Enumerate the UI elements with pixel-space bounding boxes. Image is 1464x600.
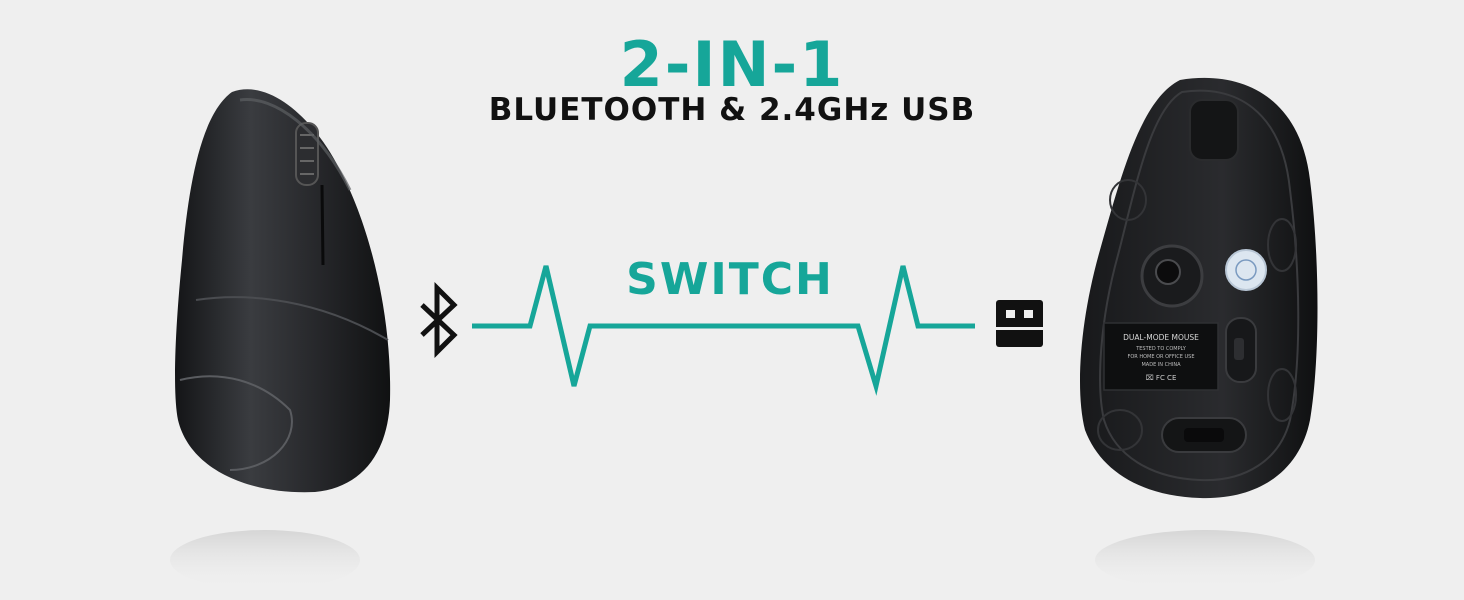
battery-cover <box>1189 99 1239 161</box>
qc-sticker <box>1225 249 1267 291</box>
scroll-wheel <box>295 122 319 186</box>
vertical-mouse-side-view <box>170 89 391 590</box>
mouse-body <box>175 89 391 493</box>
mouse-reflection-right <box>1095 530 1315 590</box>
foot-pad <box>1109 179 1147 221</box>
thumb-rest <box>179 375 293 471</box>
switch-label: SWITCH <box>626 254 834 305</box>
label-line-1: TESTED TO COMPLY <box>1135 346 1186 352</box>
label-title: DUAL-MODE MOUSE <box>1123 333 1199 342</box>
label-line-3: MADE IN CHINA <box>1141 362 1181 368</box>
usb-receiver-icon <box>996 300 1043 347</box>
mouse-seam <box>195 296 389 341</box>
info-label <box>1103 322 1219 391</box>
button-divider <box>320 184 325 266</box>
label-line-2: FOR HOME OR OFFICE USE <box>1127 354 1194 360</box>
mouse-reflection <box>170 530 360 590</box>
label-marks: ⌧ FC CE <box>1146 374 1177 382</box>
bluetooth-icon <box>420 281 458 359</box>
switch-waveform <box>472 265 975 396</box>
vertical-mouse-bottom-view: DUAL-MODE MOUSE TESTED TO COMPLY FOR HOM… <box>1080 77 1318 590</box>
headline-title: 2-IN-1 <box>619 28 845 101</box>
headline-subtitle: BLUETOOTH & 2.4GHz USB <box>488 92 976 128</box>
